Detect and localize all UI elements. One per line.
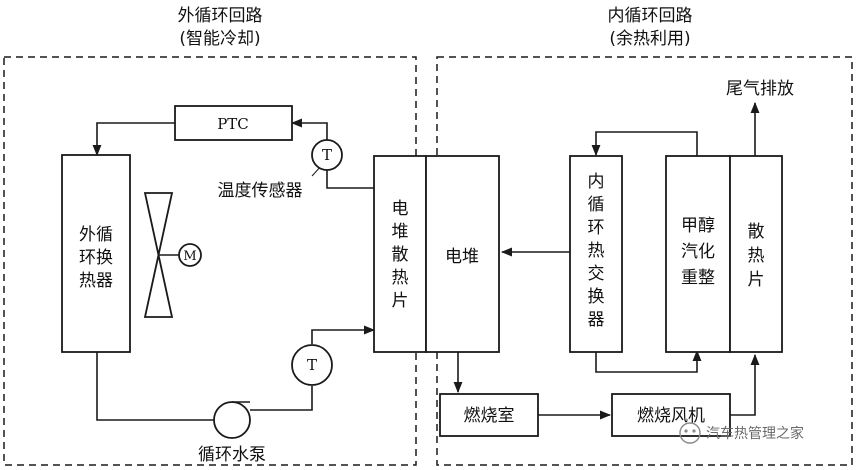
pipe-radiator-to-sensor xyxy=(326,170,374,189)
outer-loop-title: 外循环回路 xyxy=(178,6,263,26)
pipe-sensor-to-radiator xyxy=(311,325,376,344)
radiator xyxy=(729,155,783,353)
fan-motor-icon xyxy=(178,243,202,267)
temp-sensor-label: 温度传感器 xyxy=(218,181,303,201)
pipe-pump-to-sensor xyxy=(250,386,313,411)
combustion-fan-label: 燃烧风机 xyxy=(637,406,705,426)
temp-sensor-upper xyxy=(311,139,343,171)
inner-heat-exchanger-label-2: 循 xyxy=(588,195,605,215)
stack-radiator-label-1: 电 xyxy=(392,199,409,219)
water-pump-label: 循环水泵 xyxy=(198,445,266,465)
combustion-chamber-label: 燃烧室 xyxy=(464,406,515,426)
ptc-label: PTC xyxy=(217,115,249,133)
inner-heat-exchanger-label-4: 热 xyxy=(588,241,605,261)
stack-radiator-label-4: 热 xyxy=(392,268,409,288)
inner-heat-exchanger-label-3: 环 xyxy=(588,218,605,238)
radiator-label-1: 散 xyxy=(748,222,765,242)
fan-motor-symbol: M xyxy=(183,249,196,264)
inner-loop-title: 内循环回路 xyxy=(608,6,693,26)
outer-heat-exchanger-label-3: 热器 xyxy=(79,271,113,291)
ptc-heater xyxy=(174,105,293,141)
fuel-cell-stack-label: 电堆 xyxy=(445,247,479,267)
temp-sensor-upper-symbol: T xyxy=(322,146,332,164)
pipe-exchanger-to-pump xyxy=(96,352,214,421)
outer-heat-exchanger-label-2: 环换 xyxy=(79,248,113,268)
inner-heat-exchanger-label-5: 交 xyxy=(588,264,605,284)
methanol-reformer-label-1: 甲醇 xyxy=(681,216,715,236)
stack-radiator-label-5: 片 xyxy=(392,291,409,311)
exhaust-label: 尾气排放 xyxy=(726,79,794,99)
fan-icon xyxy=(143,192,179,318)
combustion-chamber xyxy=(439,393,539,437)
inner-heat-exchanger xyxy=(569,155,623,353)
radiator-label-3: 片 xyxy=(748,270,765,290)
watermark-text: 汽车热管理之家 xyxy=(706,425,804,442)
combustion-fan xyxy=(611,393,731,437)
fuel-cell-stack xyxy=(425,155,500,353)
stack-radiator xyxy=(373,155,427,353)
inner-heat-exchanger-label-6: 换 xyxy=(588,287,605,307)
stack-radiator-label-2: 堆 xyxy=(392,222,409,242)
inner-heat-exchanger-label-7: 器 xyxy=(588,310,605,330)
methanol-reformer xyxy=(665,155,731,353)
pipe-sensor-to-ptc xyxy=(290,118,328,140)
water-pump-icon xyxy=(213,401,251,439)
watermark-logo-icon xyxy=(679,422,701,444)
outer-loop-subtitle: (智能冷却) xyxy=(179,29,260,49)
outer-heat-exchanger xyxy=(61,154,131,353)
inner-loop-subtitle: (余热利用) xyxy=(609,29,690,49)
methanol-reformer-label-3: 重整 xyxy=(681,268,715,288)
pipe-exchanger-to-reformer xyxy=(595,349,702,373)
pipe-reformer-to-exchanger xyxy=(591,131,698,157)
radiator-label-2: 热 xyxy=(748,246,765,266)
inner-heat-exchanger-label-1: 内 xyxy=(588,172,605,192)
stack-radiator-label-3: 散 xyxy=(392,245,409,265)
temp-sensor-lower xyxy=(291,344,333,386)
temp-sensor-lower-symbol: T xyxy=(307,356,317,374)
methanol-reformer-label-2: 汽化 xyxy=(681,242,715,262)
pipe-fan-to-radiator xyxy=(730,353,760,416)
pipe-ptc-to-exchanger xyxy=(92,122,175,157)
outer-heat-exchanger-label-1: 外循 xyxy=(79,225,113,245)
